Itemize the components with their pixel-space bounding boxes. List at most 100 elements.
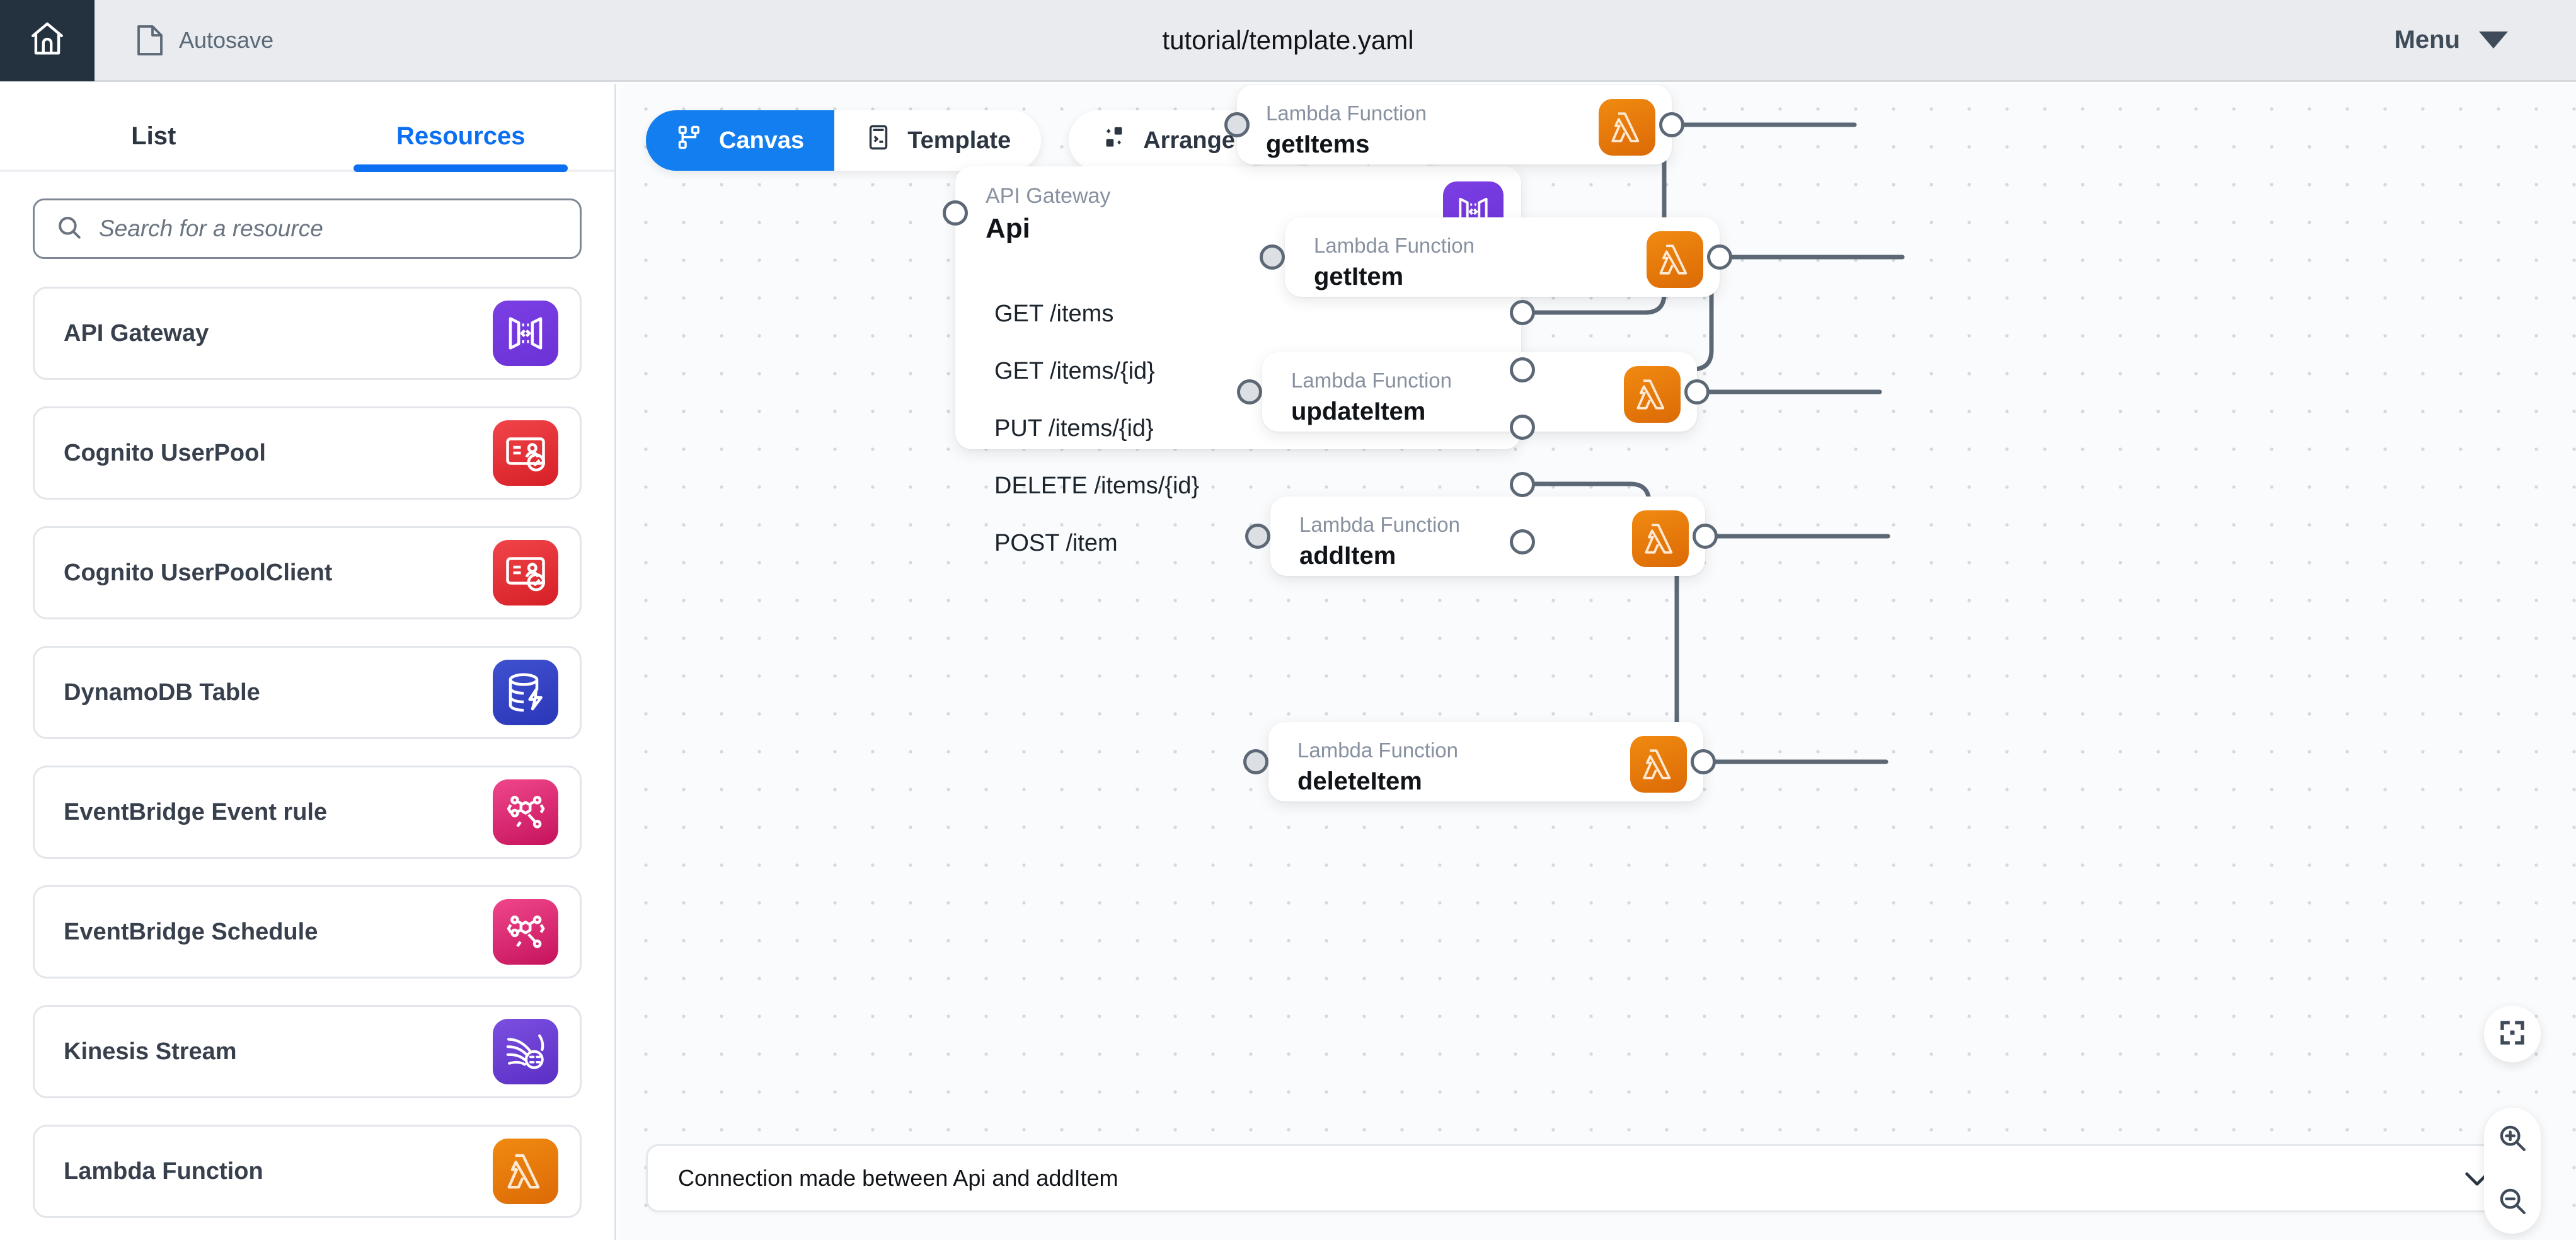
port-put-items-id-out[interactable]	[1510, 415, 1535, 440]
status-bar[interactable]: Connection made between Api and addItem	[646, 1144, 2527, 1212]
menu-button[interactable]: Menu	[2395, 0, 2508, 80]
node-name-label: Api	[986, 213, 1030, 244]
node-lambda-getitems[interactable]: Lambda Function getItems	[1237, 85, 1672, 164]
resource-label: EventBridge Schedule	[64, 918, 318, 945]
route-post-item[interactable]: POST /item	[994, 530, 1118, 556]
menu-label: Menu	[2394, 26, 2460, 54]
search-input[interactable]	[99, 215, 558, 242]
resource-label: Kinesis Stream	[64, 1038, 237, 1065]
port-additem-out[interactable]	[1693, 524, 1718, 549]
port-deleteitem-out[interactable]	[1691, 749, 1716, 774]
resource-item-lambda-function[interactable]: Lambda Function	[33, 1125, 582, 1218]
tab-list[interactable]: List	[131, 122, 176, 150]
port-getitems-in[interactable]	[1224, 112, 1250, 137]
resource-item-cognito-userpoolclient[interactable]: Cognito UserPoolClient	[33, 526, 582, 619]
resource-label: Cognito UserPoolClient	[64, 559, 333, 586]
node-type-label: API Gateway	[986, 184, 1111, 208]
tab-canvas[interactable]: Canvas	[646, 110, 835, 171]
panel-tabs: List Resources	[0, 84, 614, 172]
page-title: tutorial/template.yaml	[1162, 25, 1414, 55]
resource-label: Lambda Function	[64, 1157, 263, 1185]
port-deleteitem-in[interactable]	[1243, 749, 1268, 774]
port-updateitem-in[interactable]	[1237, 379, 1262, 405]
node-type-label: Lambda Function	[1297, 738, 1458, 762]
cognito-userpool-icon	[493, 420, 558, 486]
resources-panel: List Resources API Gateway	[0, 84, 616, 1240]
home-button[interactable]	[0, 0, 95, 81]
resource-label: API Gateway	[64, 319, 209, 347]
top-bar: Autosave tutorial/template.yaml Menu	[0, 0, 2576, 82]
kinesis-icon	[493, 1019, 558, 1084]
resource-label: EventBridge Event rule	[64, 798, 328, 825]
node-name-label: deleteItem	[1297, 767, 1422, 795]
eventbridge-icon	[493, 899, 558, 965]
api-gateway-icon	[493, 301, 558, 366]
cognito-userpoolclient-icon	[493, 540, 558, 606]
resource-list: API Gateway Cognito UserPool	[0, 259, 614, 1218]
zoom-in-button[interactable]	[2484, 1108, 2541, 1171]
home-icon	[28, 19, 67, 61]
search-container	[0, 172, 614, 259]
resource-label: Cognito UserPool	[64, 439, 266, 466]
autosave-label: Autosave	[179, 26, 274, 53]
zoom-in-icon	[2497, 1122, 2528, 1157]
arrange-label: Arrange	[1143, 127, 1235, 154]
status-message: Connection made between Api and addItem	[678, 1165, 1118, 1191]
resource-item-api-gateway[interactable]: API Gateway	[33, 287, 582, 380]
port-getitem-out[interactable]	[1707, 244, 1732, 270]
node-api-gateway[interactable]: API Gateway Api GET /items GET /items/{i…	[955, 166, 1521, 556]
lambda-icon	[1630, 736, 1687, 793]
zoom-controls	[2484, 1108, 2541, 1234]
port-additem-in[interactable]	[1245, 524, 1270, 549]
zoom-out-button[interactable]	[2484, 1171, 2541, 1234]
node-name-label: getItem	[1314, 263, 1404, 290]
dynamodb-icon	[493, 660, 558, 725]
tab-resources[interactable]: Resources	[308, 122, 615, 169]
node-lambda-additem[interactable]: Lambda Function addItem	[1270, 497, 1705, 576]
arrange-button[interactable]: Arrange	[1069, 110, 1267, 171]
diagram-canvas[interactable]: Canvas Template	[618, 84, 2576, 1240]
eventbridge-icon	[493, 779, 558, 845]
autosave-chip[interactable]: Autosave	[136, 25, 273, 56]
document-icon	[136, 25, 164, 56]
node-name-label: getItems	[1266, 130, 1370, 158]
port-getitems-out[interactable]	[1659, 112, 1684, 137]
canvas-label: Canvas	[719, 127, 805, 154]
tab-template[interactable]: Template	[834, 110, 1042, 171]
resource-item-cognito-userpool[interactable]: Cognito UserPool	[33, 406, 582, 500]
resource-item-dynamodb-table[interactable]: DynamoDB Table	[33, 646, 582, 739]
node-type-label: Lambda Function	[1314, 234, 1475, 257]
canvas-icon	[676, 123, 704, 158]
port-api-input[interactable]	[943, 200, 968, 226]
lambda-icon	[1624, 366, 1681, 423]
route-get-items[interactable]: GET /items	[994, 301, 1114, 327]
route-get-items-id[interactable]: GET /items/{id}	[994, 358, 1155, 384]
resource-item-kinesis-stream[interactable]: Kinesis Stream	[33, 1005, 582, 1098]
node-lambda-getitem[interactable]: Lambda Function getItem	[1285, 217, 1720, 297]
node-lambda-updateitem[interactable]: Lambda Function updateItem	[1262, 352, 1697, 432]
caret-down-icon	[2479, 32, 2508, 49]
port-get-items-out[interactable]	[1510, 300, 1535, 325]
route-delete-items-id[interactable]: DELETE /items/{id}	[994, 473, 1200, 499]
lambda-icon	[493, 1139, 558, 1204]
port-getitem-in[interactable]	[1260, 244, 1285, 270]
port-delete-items-id-out[interactable]	[1510, 472, 1535, 497]
template-icon	[865, 123, 892, 158]
view-mode-switch: Canvas Template	[646, 110, 1042, 171]
lambda-icon	[1647, 231, 1703, 288]
node-lambda-deleteitem[interactable]: Lambda Function deleteItem	[1268, 722, 1703, 801]
arrange-icon	[1100, 123, 1128, 158]
node-type-label: Lambda Function	[1291, 369, 1452, 392]
resource-item-eventbridge-schedule[interactable]: EventBridge Schedule	[33, 885, 582, 979]
port-post-item-out[interactable]	[1510, 529, 1535, 554]
route-put-items-id[interactable]: PUT /items/{id}	[994, 415, 1154, 442]
template-label: Template	[907, 127, 1011, 154]
fit-to-screen-button[interactable]	[2484, 1006, 2541, 1062]
resource-item-eventbridge-event-rule[interactable]: EventBridge Event rule	[33, 766, 582, 859]
port-updateitem-out[interactable]	[1684, 379, 1710, 405]
node-type-label: Lambda Function	[1266, 101, 1427, 125]
chevron-down-icon[interactable]	[2459, 1161, 2495, 1196]
search-box[interactable]	[33, 198, 582, 259]
port-get-items-id-out[interactable]	[1510, 357, 1535, 382]
